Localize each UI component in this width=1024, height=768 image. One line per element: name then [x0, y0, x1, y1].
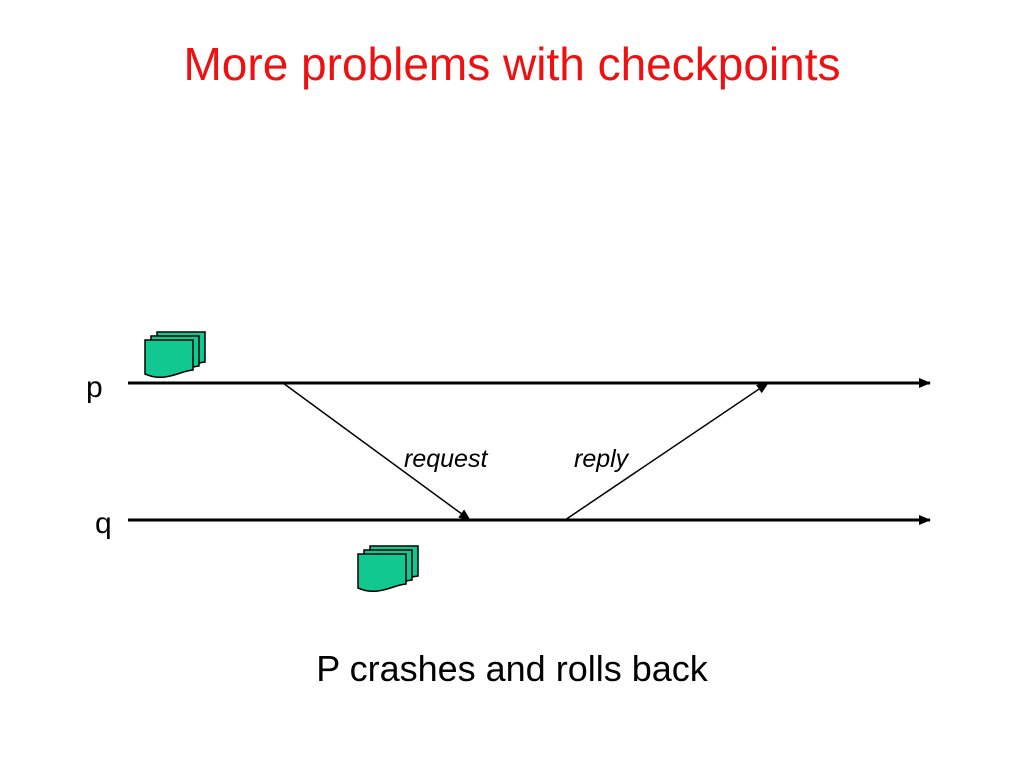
message-request-arrow — [282, 382, 471, 521]
checkpoint-stack-icon — [144, 331, 206, 378]
message-label-request: request — [404, 445, 488, 473]
message-reply-arrow — [564, 382, 769, 521]
checkpoint-stack-icon — [357, 545, 419, 592]
process-label-q: q — [95, 507, 112, 540]
slide-caption: P crashes and rolls back — [316, 648, 708, 689]
process-label-p: p — [86, 371, 103, 404]
slide-title: More problems with checkpoints — [183, 38, 841, 90]
message-label-reply: reply — [574, 445, 630, 473]
